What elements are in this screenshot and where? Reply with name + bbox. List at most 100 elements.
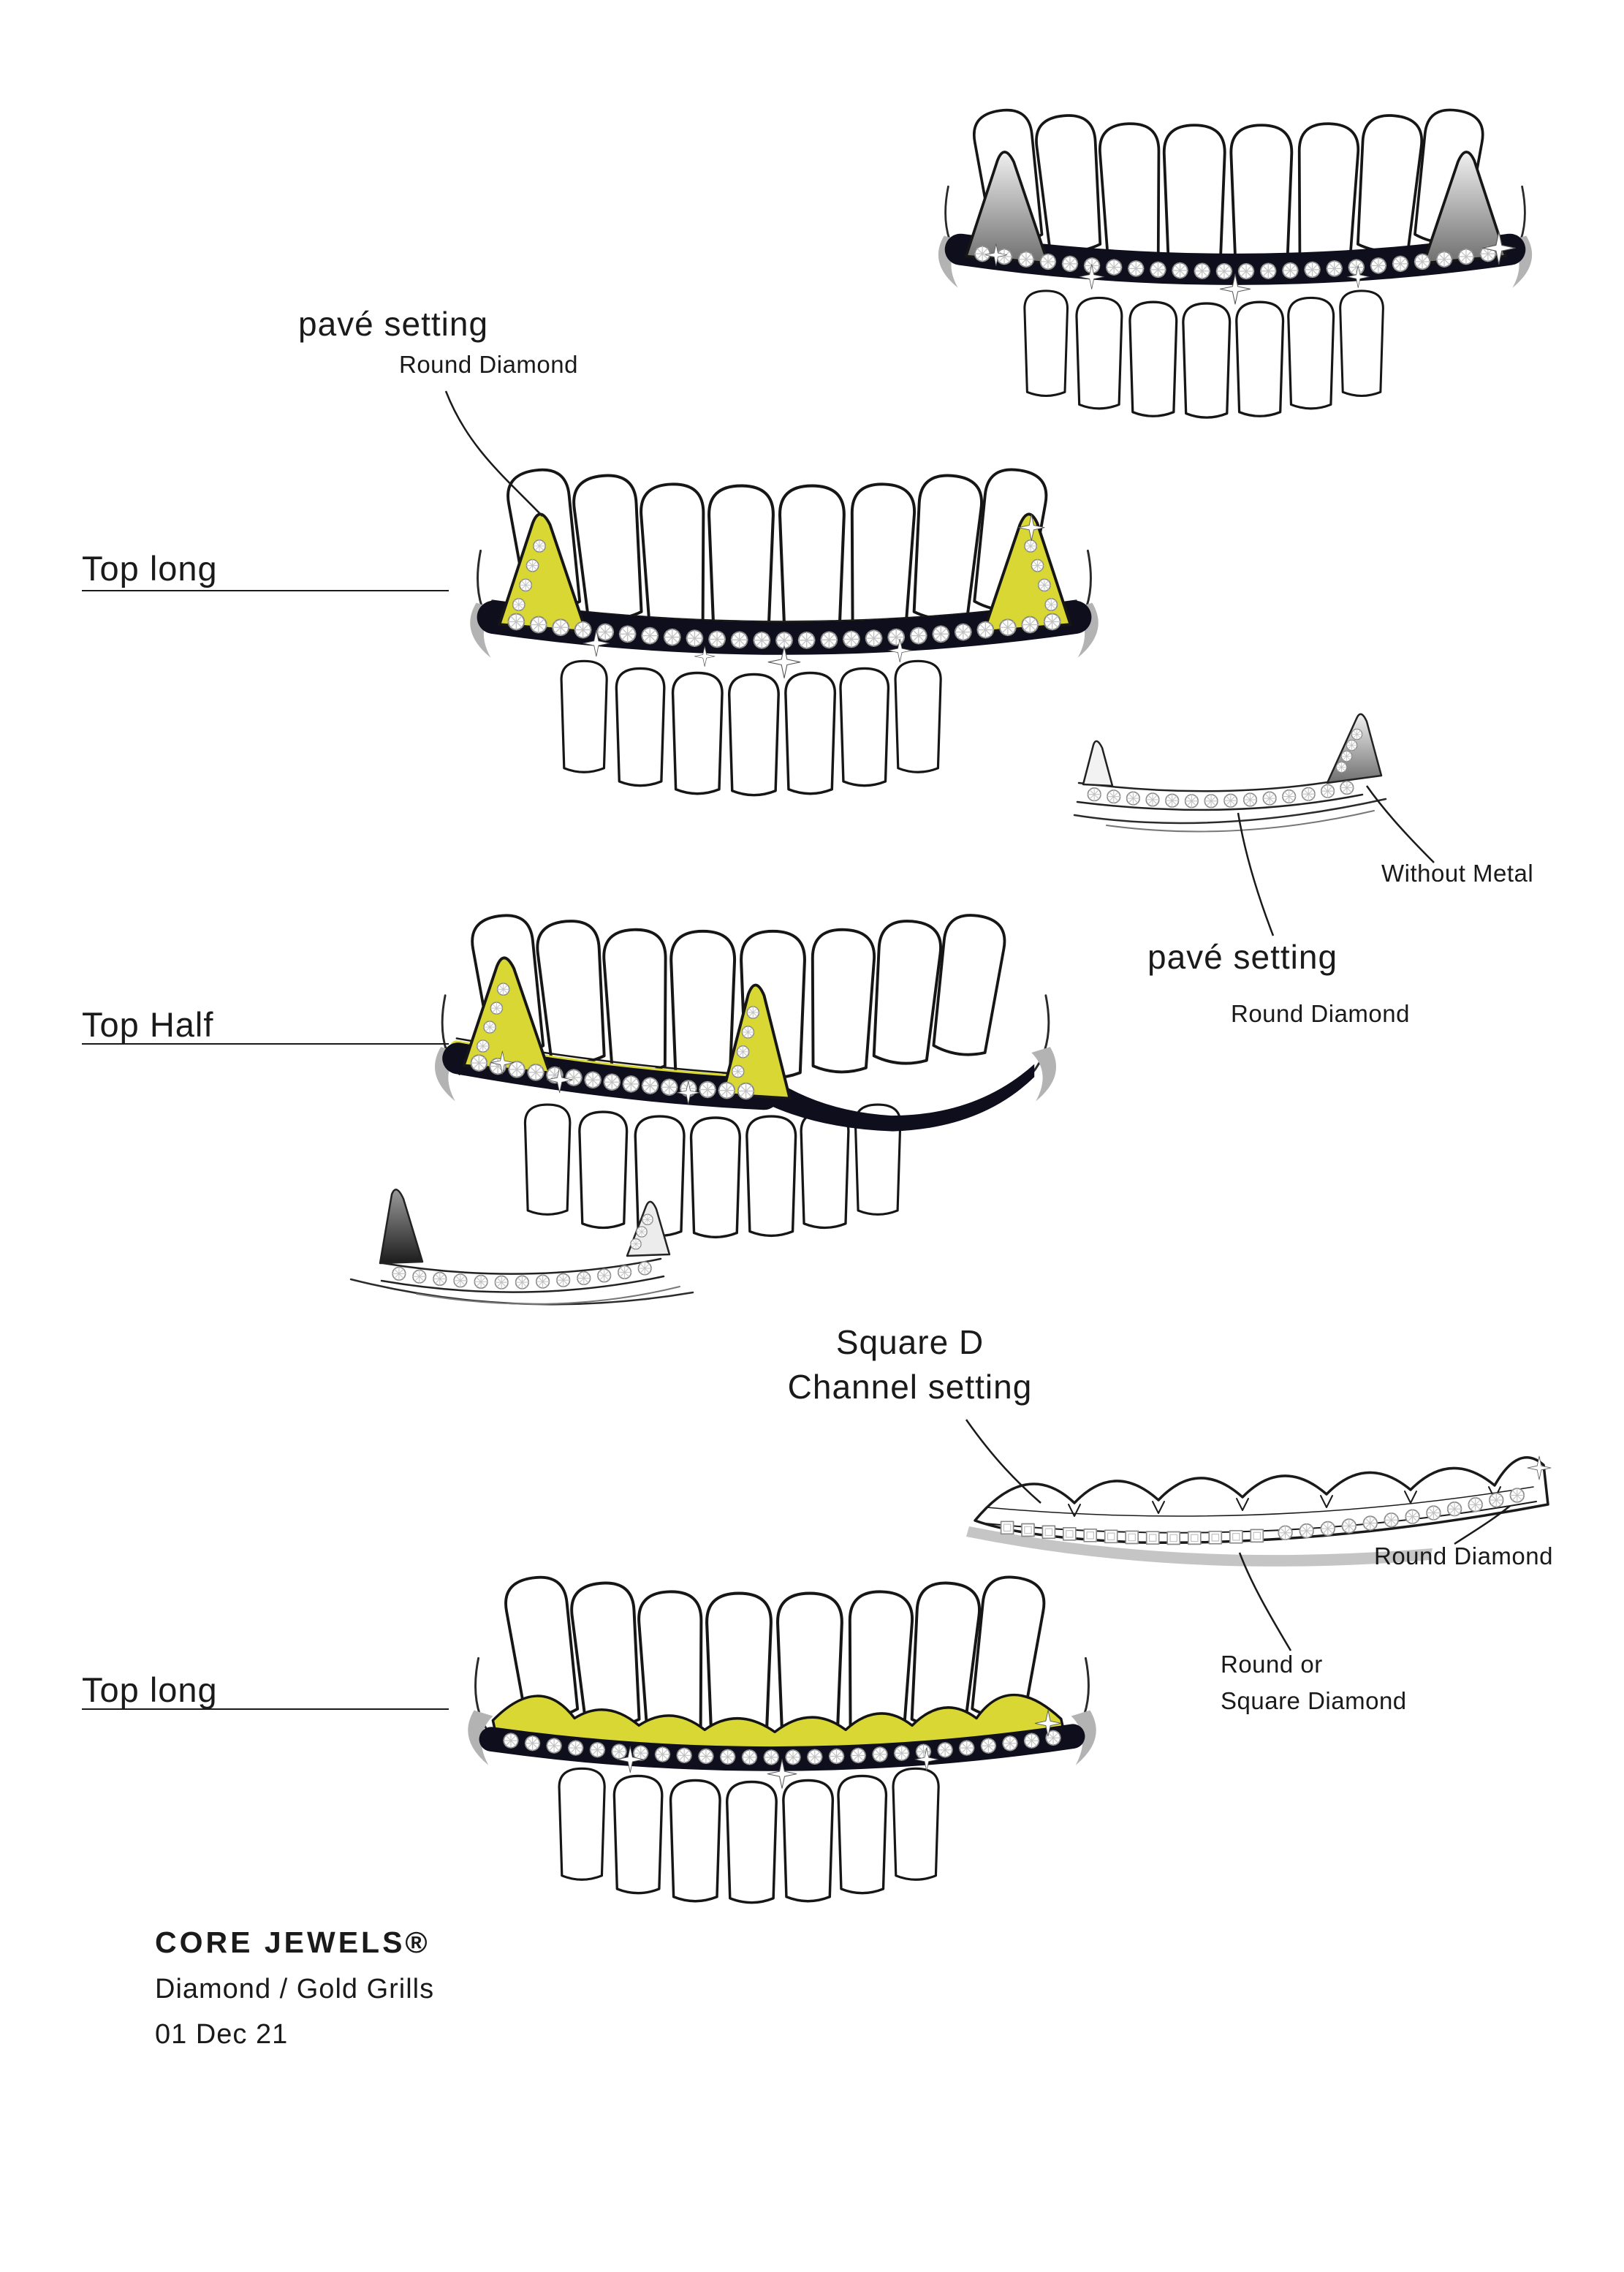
- square-diamond-icon: [1250, 1529, 1264, 1543]
- round-diamond-icon: [1150, 261, 1166, 279]
- round-diamond-icon: [1043, 613, 1061, 631]
- round-diamond-icon: [412, 1269, 427, 1284]
- annotation-square-diamond: Square Diamond: [1221, 1687, 1407, 1714]
- round-diamond-icon: [698, 1748, 714, 1765]
- round-diamond-icon: [552, 618, 570, 637]
- open-mouth-shadow: [764, 1064, 1035, 1132]
- round-diamond-icon: [753, 631, 771, 649]
- grill-illustration-top-right: [921, 84, 1549, 439]
- annotation-channel-setting: Channel setting: [787, 1367, 1033, 1406]
- round-diamond-icon: [1370, 257, 1387, 274]
- round-diamond-icon: [636, 1226, 648, 1238]
- square-diamond-icon: [1145, 1531, 1160, 1545]
- lower-teeth: [560, 659, 942, 797]
- round-diamond-icon: [490, 1001, 504, 1015]
- round-diamond-icon: [1215, 262, 1233, 280]
- round-diamond-icon: [392, 1266, 406, 1281]
- round-diamond-icon: [565, 1069, 583, 1086]
- lower-teeth: [558, 1767, 940, 1904]
- round-diamond-icon: [1021, 616, 1039, 634]
- round-diamond-icon: [1392, 255, 1409, 273]
- round-diamond-icon: [843, 630, 860, 648]
- grill-illustration-top-half: [417, 888, 1074, 1260]
- round-diamond-icon: [807, 1749, 823, 1765]
- annotation-round-diamond-bottom: Round Diamond: [1374, 1542, 1553, 1569]
- channel-body: [974, 1456, 1549, 1544]
- round-diamond-icon: [887, 628, 906, 646]
- round-diamond-icon: [850, 1747, 866, 1764]
- round-diamond-icon: [1023, 1733, 1040, 1749]
- round-diamond-icon: [1105, 259, 1123, 276]
- round-diamond-icon: [980, 1738, 997, 1754]
- round-diamond-icon: [1172, 262, 1188, 279]
- upper-teeth: [503, 464, 1051, 634]
- shadow-right: [1073, 602, 1099, 658]
- fang-left: [379, 1189, 424, 1265]
- round-diamond-icon: [872, 1746, 888, 1762]
- round-diamond-icon: [1204, 794, 1218, 809]
- square-diamond-icon: [1187, 1531, 1202, 1545]
- round-diamond-icon: [641, 1077, 659, 1094]
- round-diamond-icon: [1414, 253, 1431, 270]
- round-diamond-icon: [736, 1045, 750, 1059]
- round-diamond-icon: [1237, 262, 1255, 280]
- round-diamond-icon: [474, 1274, 488, 1289]
- round-diamond-icon: [797, 631, 816, 649]
- round-diamond-icon: [1184, 794, 1199, 809]
- round-diamond-icon: [1362, 1515, 1378, 1531]
- round-diamond-icon: [536, 1274, 550, 1289]
- round-diamond-icon: [954, 623, 972, 641]
- round-diamond-icon: [1509, 1488, 1525, 1503]
- round-diamond-icon: [686, 629, 704, 648]
- round-diamond-icon: [494, 1275, 509, 1290]
- round-diamond-icon: [828, 1748, 845, 1765]
- round-diamond-icon: [1341, 1518, 1357, 1534]
- square-diamond-icon: [1166, 1531, 1181, 1545]
- round-diamond-icon: [596, 623, 615, 641]
- annotation-pave-setting-right: pavé setting: [1147, 938, 1338, 976]
- round-diamond-icon: [1282, 262, 1299, 279]
- round-diamond-icon: [597, 1268, 612, 1283]
- round-diamond-icon: [1145, 792, 1160, 807]
- round-diamond-icon: [1044, 598, 1058, 611]
- fang-left: [1082, 740, 1114, 787]
- round-diamond-icon: [533, 539, 546, 553]
- swoosh-line: [416, 1286, 680, 1305]
- round-diamond-icon: [730, 631, 748, 649]
- round-diamond-icon: [1126, 791, 1140, 806]
- round-diamond-icon: [1039, 253, 1057, 270]
- round-diamond-icon: [611, 1743, 627, 1760]
- round-diamond-icon: [1335, 761, 1348, 773]
- round-diamond-icon: [1223, 793, 1238, 808]
- round-diamond-icon: [1002, 1735, 1018, 1752]
- round-diamond-icon: [746, 1006, 760, 1019]
- round-diamond-icon: [618, 625, 637, 643]
- round-diamond-icon: [1340, 750, 1353, 762]
- round-diamond-icon: [470, 1054, 488, 1072]
- round-diamond-icon: [699, 1080, 716, 1099]
- round-diamond-icon: [676, 1747, 692, 1763]
- round-diamond-icon: [556, 1273, 571, 1287]
- round-diamond-icon: [1348, 259, 1365, 276]
- round-diamond-icon: [1321, 784, 1335, 798]
- grill-piece-sketch: [336, 1170, 702, 1338]
- round-diamond-icon: [642, 1213, 653, 1226]
- round-diamond-icon: [1320, 1521, 1336, 1537]
- round-diamond-icon: [1346, 739, 1358, 751]
- grill-piece-without-metal: [1067, 691, 1411, 859]
- round-diamond-icon: [483, 1020, 496, 1034]
- round-diamond-icon: [1304, 261, 1321, 279]
- band-bottom-line: [380, 1275, 665, 1293]
- product-line: Diamond / Gold Grills: [155, 1974, 435, 2004]
- round-diamond-icon: [630, 1238, 642, 1250]
- round-diamond-icon: [1031, 558, 1044, 572]
- brand-name: CORE JEWELS®: [155, 1925, 430, 1959]
- round-diamond-icon: [589, 1742, 606, 1758]
- round-diamond-icon: [654, 1746, 671, 1762]
- round-diamond-icon: [622, 1075, 640, 1093]
- round-diamond-icon: [641, 626, 659, 645]
- gem-row: [392, 1213, 653, 1290]
- lip-line-right: [1030, 994, 1050, 1075]
- round-diamond-icon: [1165, 793, 1180, 808]
- round-diamond-icon: [1061, 255, 1079, 273]
